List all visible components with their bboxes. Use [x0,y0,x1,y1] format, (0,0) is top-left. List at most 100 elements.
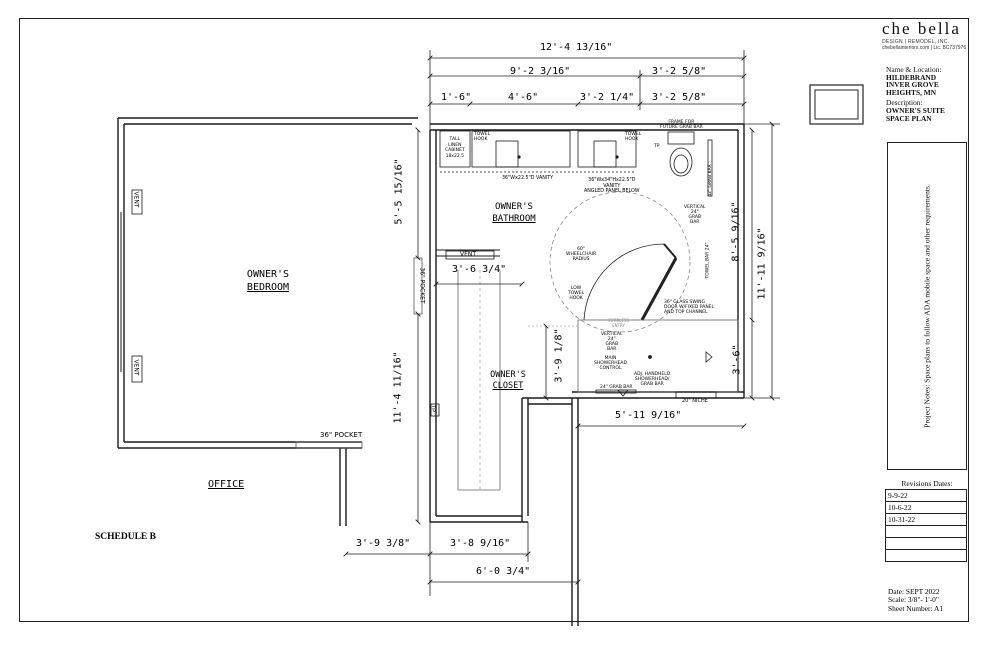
tp-label: TP [654,144,660,149]
dim-bottom-total: 6'-0 3/4" [476,566,531,577]
grab-24-label: 24" GRAB BAR [600,385,633,390]
shower-wall [571,391,744,626]
closet-to-shower-wall [522,397,572,405]
revision-row: 10-6-22 [885,501,967,514]
name-location-label: Name & Location: [886,65,942,74]
closet-shelf [457,270,501,491]
dim-right-upper: 8'-5 9/16" [730,201,742,262]
toilet-tank [667,131,695,145]
dim-shower-width: 5'-11 9/16" [615,410,682,421]
description-line-1: OWNER'S SUITE [886,105,945,115]
vent-box [445,250,495,260]
vent-upper-label: VENT [132,191,140,208]
room-label-closet: OWNER'S CLOSET [490,370,526,391]
revision-row: 9-9-22 [885,489,967,502]
sheet-date: Date: SEPT 2022 [888,587,940,596]
revision-row [885,549,967,562]
niche-label: 20" NICHE [682,398,708,404]
description-line-2: SPACE PLAN [886,113,932,123]
room-label-bathroom: OWNER'S BATHROOM [492,202,536,224]
window-symbol [809,84,864,125]
name-location-line-3: HEIGHTS, MN [886,87,937,97]
dim-bottom-left: 3'-9 3/8" [356,538,411,549]
name-location-line-2: INVER GROVE [886,80,939,90]
toilet-bowl [669,147,693,177]
dim-top-right-1: 3'-2 5/8" [652,66,707,77]
revisions-table: 9-9-22 10-6-22 10-31-22 [885,489,967,562]
drawing-sheet-border [19,18,969,622]
name-location-line-1: HILDEBRAND [886,72,937,82]
sheet-number: Sheet Number: A1 [888,603,944,613]
grab-bar-24 [595,389,637,394]
towel-bar-label: TOWEL BAR 24" [705,242,711,279]
bathroom-wall [430,123,745,398]
room-label-bedroom: OWNER'S BEDROOM [246,269,290,293]
brand-name: che bella [882,19,961,38]
revisions-title: Revisions Dates: [901,479,953,488]
linen-cabinet [439,130,471,168]
closet-partition [435,249,500,430]
sheet-footer: Date: SEPT 2022 Scale: 3/8"- 1'-0" Sheet… [888,587,970,613]
vanity-1-sink [495,140,519,168]
toilet-grab-label: 42" GRAB BAR [707,164,713,197]
schedule-label: SCHEDULE B [95,532,156,542]
company-logo: che bella DESIGN | REMODEL, INC. chebell… [882,19,972,52]
dim-left-upper: 5'-5 15/16" [393,158,405,225]
vent-lower [131,355,143,383]
brand-sub: DESIGN | REMODEL, INC. [882,39,950,45]
vent-upper [131,189,143,215]
dim-closet-width: 3'-6 3/4" [452,264,507,275]
vanity-1 [471,130,571,168]
wheelchair-radius [549,191,691,333]
revision-row: 10-31-22 [885,513,967,526]
office-wall [296,441,362,526]
closet-wall [429,130,529,523]
dim-top-mid: 9'-2 3/16" [510,66,571,77]
description-label: Description: [886,98,923,108]
dim-bottom-mid: 3'-8 9/16" [450,538,511,549]
bedroom-window [117,212,122,372]
dim-right-lower: 3'-6" [731,344,743,375]
niche [675,391,717,399]
vanity-1-label: 36"Wx22.5"D VANITY [502,176,554,181]
dim-top-gap: 3'-2 1/4" [580,92,635,103]
brand-website: chebellainteriors.com | Lic. BC737976 [882,45,967,51]
paper-holder-label: T/P [429,405,435,412]
dim-shower-height: 3'-9 1/8" [553,328,565,383]
dim-right-total: 11'-11 9/16" [756,227,768,300]
vanity-2-sink [593,140,617,168]
project-info: Name & Location: HILDEBRAND INVER GROVE … [886,66,971,122]
room-label-office: OFFICE [208,479,245,490]
dim-top-total: 12'-4 13/16" [540,42,613,53]
pocket-closet-label: 36" POCKET [418,267,426,304]
vent-lower-label: VENT [132,359,140,376]
dim-top-right-2: 3'-2 5/8" [652,92,707,103]
dim-top-vanity: 4'-6" [508,92,539,103]
pocket-door-office [295,441,363,449]
grab-bar-toilet [707,139,713,197]
vent-closet-label: VENT [460,251,477,258]
pocket-office-label: 36" POCKET [320,431,363,439]
sheet-scale: Scale: 3/8"- 1'-0" [888,595,939,605]
shower-door-swing [583,243,665,321]
dim-left-lower: 11'-4 11/16" [392,351,404,424]
dim-top-left: 1'-6" [441,92,472,103]
revision-row [885,525,967,538]
shower-area [577,319,739,393]
revision-row [885,537,967,550]
project-notes-text: Project Notes: Space plans to follow ADA… [922,184,932,428]
project-notes-box: Project Notes: Space plans to follow ADA… [887,142,967,470]
